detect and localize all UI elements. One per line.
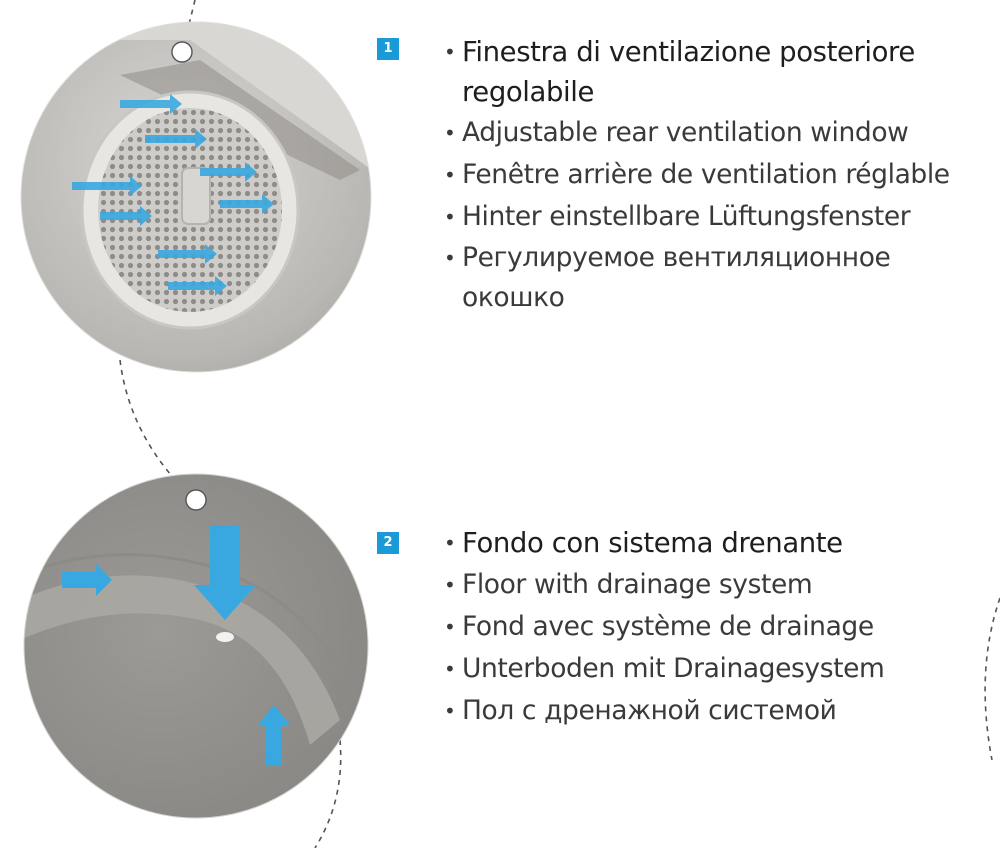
caption-italian: Fondo con sistema drenante <box>442 522 992 564</box>
drainage-floor-image <box>24 474 368 818</box>
caption-english: Floor with drainage system <box>442 564 992 606</box>
feature-ventilation: 1 Finestra di ventilazione posteriore re… <box>0 0 1000 420</box>
connector-bottom <box>314 739 342 848</box>
connector-dot-1 <box>171 41 193 63</box>
connector-right <box>984 597 1000 761</box>
caption-german: Unterboden mit Drainagesystem <box>442 648 992 690</box>
caption-list: Fondo con sistema drenante Floor with dr… <box>442 522 992 732</box>
caption-russian: Регулируемое вентиляционное окошко <box>442 238 932 318</box>
caption-german: Hinter einstellbare Lüftungsfenster <box>442 196 992 238</box>
caption-russian: Пол с дренажной системой <box>442 690 992 732</box>
caption-english: Adjustable rear ventilation window <box>442 112 992 154</box>
drainage-arrow-icons <box>62 525 290 765</box>
caption-italian: Finestra di ventilazione posteriore rego… <box>442 32 982 112</box>
caption-list: Finestra di ventilazione posteriore rego… <box>442 32 992 318</box>
airflow-arrow-icons <box>72 94 274 296</box>
feature-number-badge: 2 <box>377 532 399 554</box>
caption-french: Fenêtre arrière de ventilation réglable <box>442 154 992 196</box>
feature-number-badge: 1 <box>377 38 399 60</box>
caption-french: Fond avec système de drainage <box>442 606 992 648</box>
connector-dot-2 <box>185 489 207 511</box>
feature-drainage: 2 Fondo con sistema drenante Floor with … <box>0 460 1000 848</box>
